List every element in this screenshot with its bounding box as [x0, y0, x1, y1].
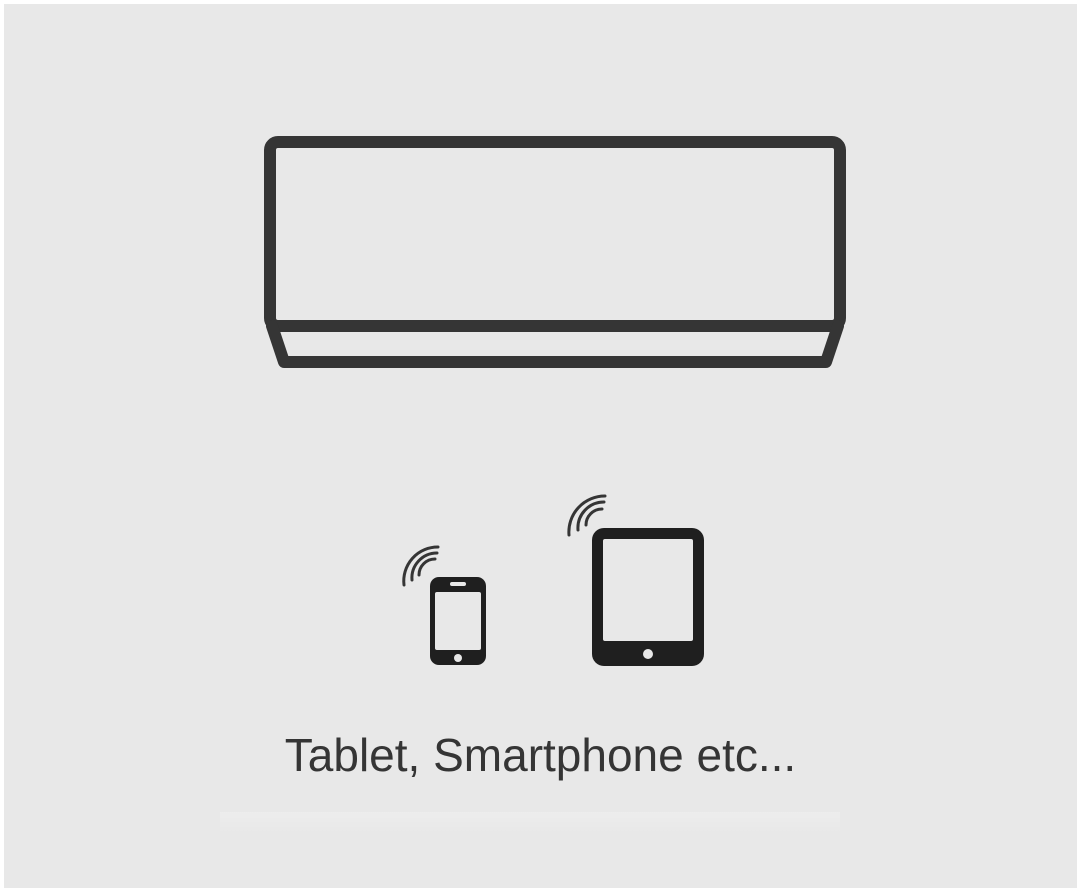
air-conditioner-icon [270, 142, 840, 362]
caption-text: Tablet, Smartphone etc... [0, 728, 1081, 782]
caption-reflection [220, 812, 840, 834]
smartphone-icon [430, 577, 486, 665]
wifi-signal-icon [404, 547, 438, 585]
tablet-icon [592, 528, 704, 666]
